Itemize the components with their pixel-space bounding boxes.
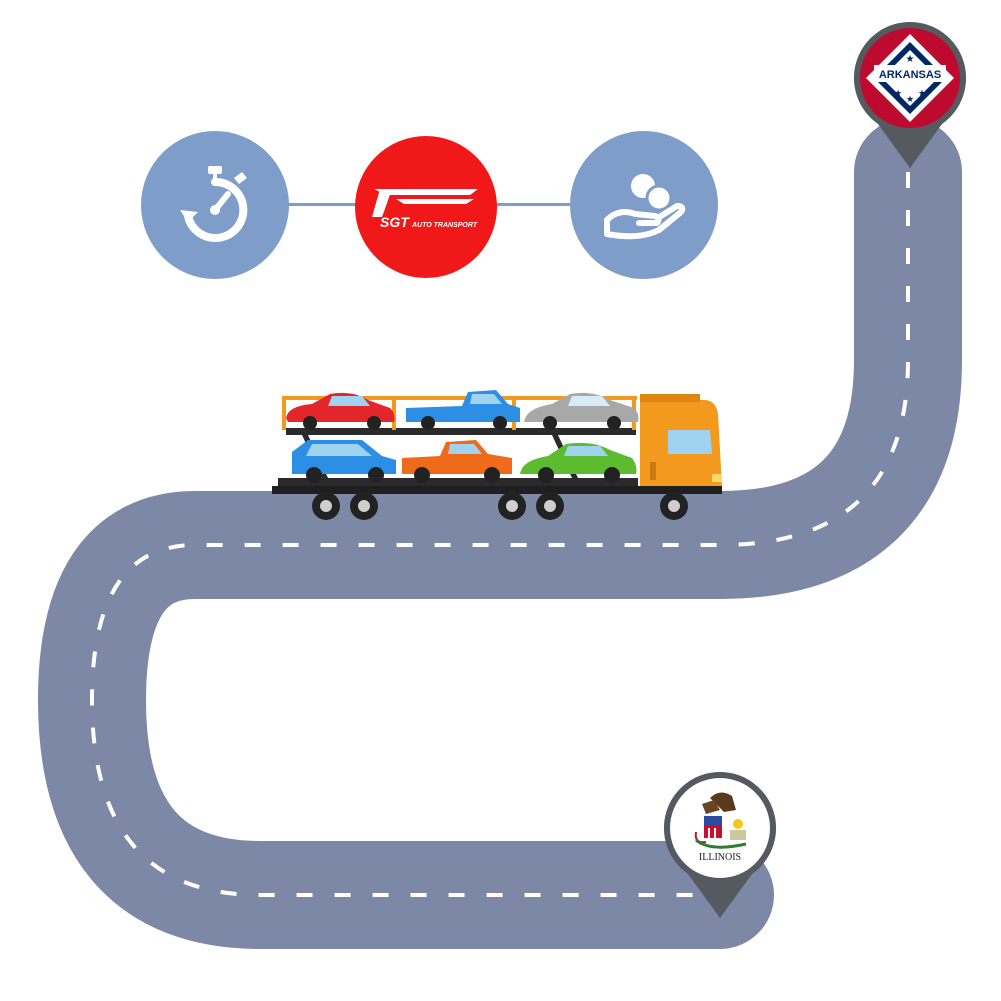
upper-deck <box>286 428 636 435</box>
connector-right <box>495 203 570 206</box>
savings-circle <box>570 131 718 279</box>
svg-text:★: ★ <box>918 89 926 99</box>
hand-coin-icon <box>604 174 686 240</box>
car-green <box>520 442 637 483</box>
destination-state-label: ILLINOIS <box>699 852 741 863</box>
svg-text:★: ★ <box>906 95 914 105</box>
speed-circle <box>141 131 289 279</box>
svg-text:★: ★ <box>894 89 902 99</box>
lower-deck <box>278 478 638 488</box>
car-blue-suv <box>292 440 396 483</box>
cab-window <box>668 430 712 454</box>
origin-pin: ARKANSAS ★ ★ ★ ★ <box>853 21 967 168</box>
logo-tagline-text: AUTO TRANSPORT <box>411 222 478 229</box>
flag-label-band <box>874 65 946 82</box>
car-carrier-truck <box>272 390 722 520</box>
car-orange-pickup <box>402 440 512 483</box>
svg-text:★: ★ <box>906 54 915 65</box>
illinois-seal-icon <box>694 792 747 849</box>
car-blue-pickup <box>406 390 520 430</box>
brand-logo: SGT AUTO TRANSPORT <box>372 189 478 230</box>
origin-state-label: ARKANSAS <box>879 69 941 81</box>
connector-left <box>285 203 360 206</box>
truck-cab <box>640 394 722 486</box>
stopwatch-icon <box>180 166 248 242</box>
logo-circle: SGT AUTO TRANSPORT <box>355 136 497 278</box>
car-grey <box>524 392 639 430</box>
destination-pin: ILLINOIS <box>663 771 777 918</box>
car-red <box>286 392 395 430</box>
logo-brand-text: SGT <box>380 214 410 230</box>
